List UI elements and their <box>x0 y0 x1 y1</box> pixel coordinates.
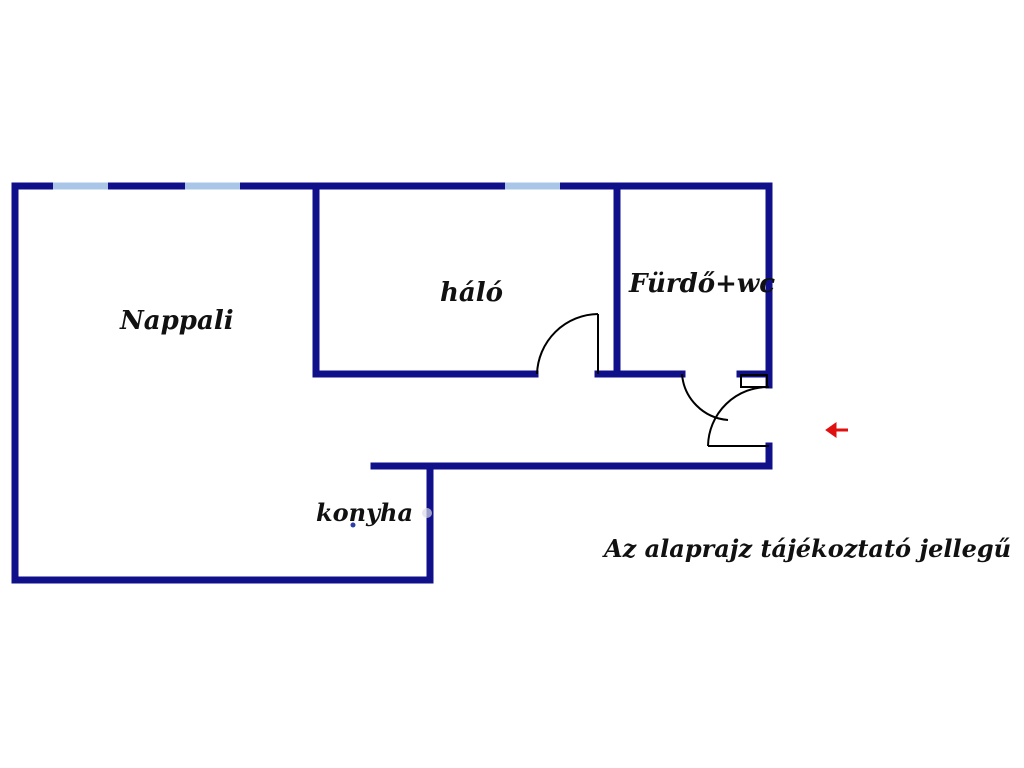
room-label-nappali: Nappali <box>119 306 234 336</box>
kitchen-marker-dot-2 <box>422 508 432 518</box>
door-bathroom-arc <box>681 373 729 421</box>
door-bedroom-arc <box>536 313 599 375</box>
bathroom-wall-stub <box>740 374 768 388</box>
room-label-furdo: Fürdő+wc <box>628 269 775 299</box>
doors <box>536 313 770 447</box>
room-label-konyha: konyha <box>316 498 413 527</box>
kitchen-marker-dot <box>350 522 356 528</box>
entrance-arrow-icon <box>825 422 848 438</box>
disclaimer-note: Az alaprajz tájékoztató jellegű <box>602 534 1011 563</box>
door-entrance-arc <box>707 385 770 447</box>
room-label-halo: háló <box>440 278 503 308</box>
